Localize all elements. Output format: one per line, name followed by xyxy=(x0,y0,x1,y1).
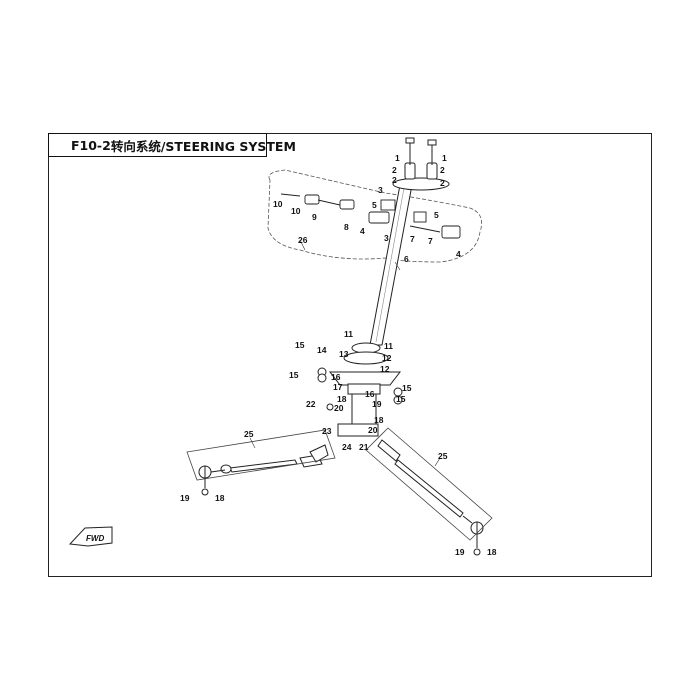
callout: 4 xyxy=(456,249,461,259)
callout: 20 xyxy=(368,425,378,435)
callout: 10 xyxy=(273,199,283,209)
callout: 12 xyxy=(380,364,390,374)
callout: 5 xyxy=(434,210,439,220)
callout: 4 xyxy=(360,226,365,236)
callout: 9 xyxy=(312,212,317,222)
callout: 19 xyxy=(180,493,190,503)
callout: 25 xyxy=(438,451,448,461)
callout-numbers: 1 1 2 2 2 2 3 3 4 4 5 5 6 7 7 8 9 10 10 … xyxy=(180,153,497,557)
callout: 18 xyxy=(487,547,497,557)
callout: 16 xyxy=(331,372,341,382)
fwd-arrow: FWD xyxy=(68,526,113,547)
callout: 17 xyxy=(333,382,343,392)
wiring-parts xyxy=(280,193,461,239)
tie-rod-left-box xyxy=(186,429,336,481)
fwd-label: FWD xyxy=(86,534,104,543)
callout: 2 xyxy=(392,165,397,175)
title-text: 转向系统/STEERING SYSTEM xyxy=(110,138,296,154)
diagram-title: F10-2 转向系统/STEERING SYSTEM xyxy=(48,133,296,157)
callout: 13 xyxy=(339,349,349,359)
callout: 18 xyxy=(337,394,347,404)
callout: 18 xyxy=(215,493,225,503)
tie-rod-left xyxy=(198,444,329,496)
callout: 18 xyxy=(374,415,384,425)
callout: 5 xyxy=(372,200,377,210)
callout: 10 xyxy=(291,206,301,216)
callout: 1 xyxy=(442,153,447,163)
diagram-frame xyxy=(48,133,652,577)
callout: 2 xyxy=(440,165,445,175)
callout: 11 xyxy=(384,341,393,351)
callout: 24 xyxy=(342,442,352,452)
callout: 25 xyxy=(244,429,254,439)
callout: 14 xyxy=(317,345,327,355)
callout: 11 xyxy=(344,329,353,339)
callout: 1 xyxy=(395,153,400,163)
callout: 22 xyxy=(306,399,316,409)
callout: 15 xyxy=(295,340,305,350)
callout: 16 xyxy=(365,389,375,399)
column-top-mount xyxy=(392,137,450,191)
callout: 3 xyxy=(378,185,383,195)
title-code: F10-2 xyxy=(71,137,111,153)
callout: 2 xyxy=(440,178,445,188)
leader-lines xyxy=(249,239,441,467)
callout: 3 xyxy=(384,233,389,243)
callout: 19 xyxy=(455,547,465,557)
callout: 19 xyxy=(372,399,382,409)
steering-gearbox xyxy=(317,342,403,437)
callout: 20 xyxy=(334,403,344,413)
callout: 23 xyxy=(322,426,332,436)
tie-rod-right-box xyxy=(365,427,493,541)
subassembly-outline xyxy=(267,169,483,263)
callout: 26 xyxy=(298,235,308,245)
callout: 6 xyxy=(404,254,409,264)
callout: 12 xyxy=(382,353,392,363)
tie-rod-right xyxy=(377,439,484,556)
callout: 15 xyxy=(289,370,299,380)
callout: 7 xyxy=(428,236,433,246)
callout: 15 xyxy=(396,394,406,404)
callout: 21 xyxy=(359,442,369,452)
callout: 7 xyxy=(410,234,415,244)
callout: 2 xyxy=(392,175,397,185)
callout: 8 xyxy=(344,222,349,232)
callout: 15 xyxy=(402,383,412,393)
